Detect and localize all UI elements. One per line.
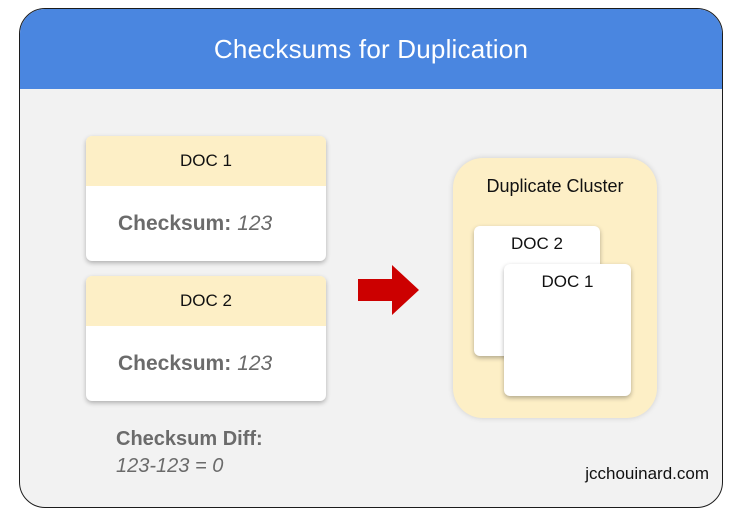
- checksum-label: Checksum:: [118, 211, 232, 235]
- doc-card-1-body: Checksum: 123: [86, 186, 326, 261]
- checksum-diff-value: 123-123 = 0: [116, 455, 224, 477]
- checksum-value: 123: [237, 351, 273, 375]
- cluster-doc-1-label: DOC 1: [541, 272, 594, 291]
- doc-card-2: DOC 2 Checksum: 123: [86, 276, 326, 401]
- site-credit: jcchouinard.com: [585, 464, 709, 483]
- diagram-frame: Checksums for Duplication DOC 1 Checksum…: [19, 8, 723, 508]
- diagram-title: Checksums for Duplication: [20, 9, 722, 89]
- checksum-value: 123: [237, 211, 273, 235]
- checksum-diff: Checksum Diff: 123-123 = 0: [116, 426, 263, 480]
- doc-card-2-header: DOC 2: [86, 276, 326, 326]
- duplicate-cluster-title: Duplicate Cluster: [486, 176, 624, 196]
- checksum-label: Checksum:: [118, 351, 232, 375]
- cluster-doc-1: DOC 1: [504, 264, 631, 396]
- doc-card-2-body: Checksum: 123: [86, 326, 326, 401]
- duplicate-cluster: Duplicate Cluster DOC 2 DOC 1: [453, 158, 657, 418]
- doc-card-1: DOC 1 Checksum: 123: [86, 136, 326, 261]
- checksum-diff-label: Checksum Diff:: [116, 428, 263, 450]
- right-arrow-icon: [358, 265, 420, 320]
- doc-card-1-header: DOC 1: [86, 136, 326, 186]
- cluster-doc-2-label: DOC 2: [511, 234, 563, 253]
